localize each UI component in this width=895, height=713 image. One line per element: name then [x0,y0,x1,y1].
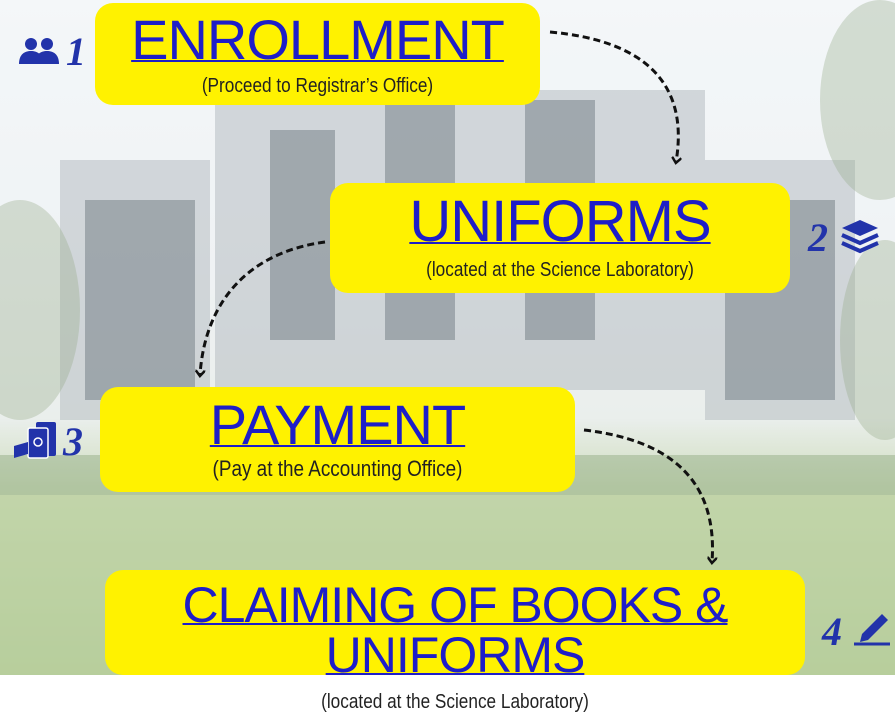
users-icon [17,36,61,71]
step-2-number: 2 [808,215,828,260]
step-4-title: CLAIMING OF BOOKS & UNIFORMS [182,577,729,683]
step-3-subtitle: (Pay at the Accounting Office) [212,456,463,481]
step-1-title: ENROLLMENT [131,8,505,71]
step-4-number: 4 [822,609,842,654]
step-claiming-box: CLAIMING OF BOOKS & UNIFORMS (located at… [105,570,805,712]
step-3-title: PAYMENT [209,393,466,456]
step-1-subtitle: (Proceed to Registrar’s Office) [201,75,434,97]
step-uniforms-box: UNIFORMS (located at the Science Laborat… [330,183,790,293]
step-4-subtitle: (located at the Science Laboratory) [321,691,589,713]
step-enrollment-box: ENROLLMENT (Proceed to Registrar’s Offic… [95,3,540,105]
step-3-number: 3 [63,419,83,464]
step-2-title: UNIFORMS [409,189,711,254]
layers-icon [840,218,880,259]
step-1-number: 1 [66,29,86,74]
step-payment-box: PAYMENT (Pay at the Accounting Office) [100,387,575,492]
step-2-subtitle: (located at the Science Laboratory) [426,259,694,281]
signature-icon [852,610,892,651]
cash-icon [14,420,60,465]
